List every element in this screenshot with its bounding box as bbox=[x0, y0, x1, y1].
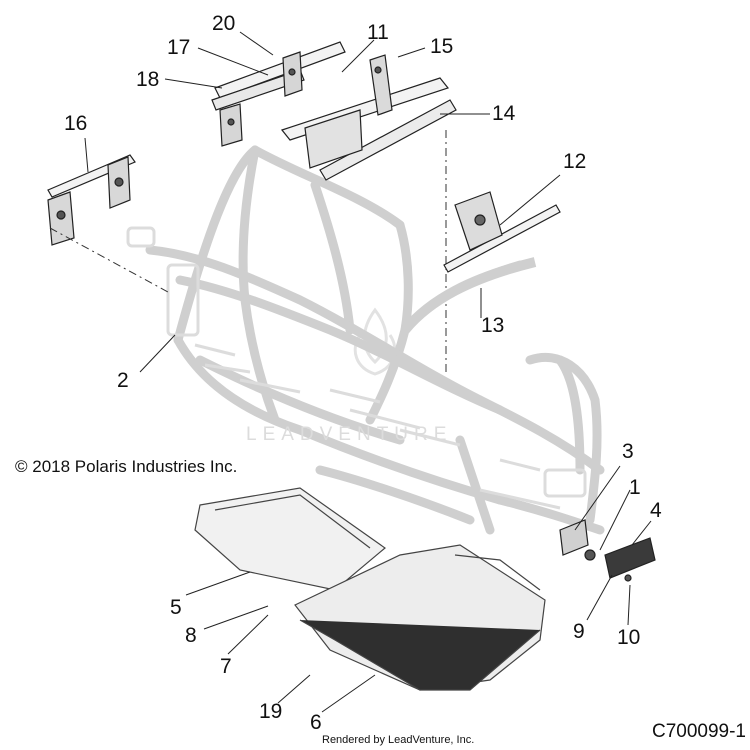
main-frame bbox=[145, 145, 605, 535]
side-rail-assembly bbox=[443, 191, 561, 273]
upper-rail-assembly bbox=[280, 54, 457, 181]
callout-7: 7 bbox=[220, 655, 232, 678]
rear-frame-section bbox=[47, 154, 136, 246]
rendered-by-credit: Rendered by LeadVenture, Inc. bbox=[322, 734, 475, 746]
callout-10: 10 bbox=[617, 626, 641, 649]
callout-8: 8 bbox=[185, 624, 197, 647]
upper-bracket-assembly bbox=[211, 41, 346, 147]
front-skid-plate bbox=[194, 487, 386, 591]
callout-11: 11 bbox=[367, 21, 389, 44]
callout-13: 13 bbox=[481, 314, 505, 337]
main-frame-detail bbox=[126, 226, 587, 510]
rear-skid-plate bbox=[294, 544, 546, 691]
callout-20: 20 bbox=[212, 12, 236, 35]
callout-3: 3 bbox=[622, 440, 634, 463]
callout-4: 4 bbox=[650, 499, 662, 522]
callout-18: 18 bbox=[136, 68, 160, 91]
diagram-code: C700099-1 bbox=[651, 721, 746, 742]
callout-15: 15 bbox=[430, 35, 454, 58]
callout-2: 2 bbox=[117, 369, 129, 392]
callout-12: 12 bbox=[563, 150, 587, 173]
callout-16: 16 bbox=[64, 112, 88, 135]
callout-14: 14 bbox=[492, 102, 516, 125]
callout-17: 17 bbox=[167, 36, 191, 59]
leader-dashed bbox=[49, 227, 169, 293]
callout-19: 19 bbox=[259, 700, 283, 723]
callout-1: 1 bbox=[629, 476, 641, 499]
rear-bracket-parts bbox=[559, 519, 656, 582]
callout-6: 6 bbox=[310, 711, 322, 734]
leader-lines bbox=[84, 31, 652, 713]
side-rail-lower bbox=[401, 257, 537, 334]
callout-5: 5 bbox=[170, 596, 182, 619]
copyright-notice: © 2018 Polaris Industries Inc. bbox=[15, 457, 238, 476]
callout-9: 9 bbox=[573, 620, 585, 643]
watermark-text: LEADVENTURE bbox=[246, 424, 453, 445]
